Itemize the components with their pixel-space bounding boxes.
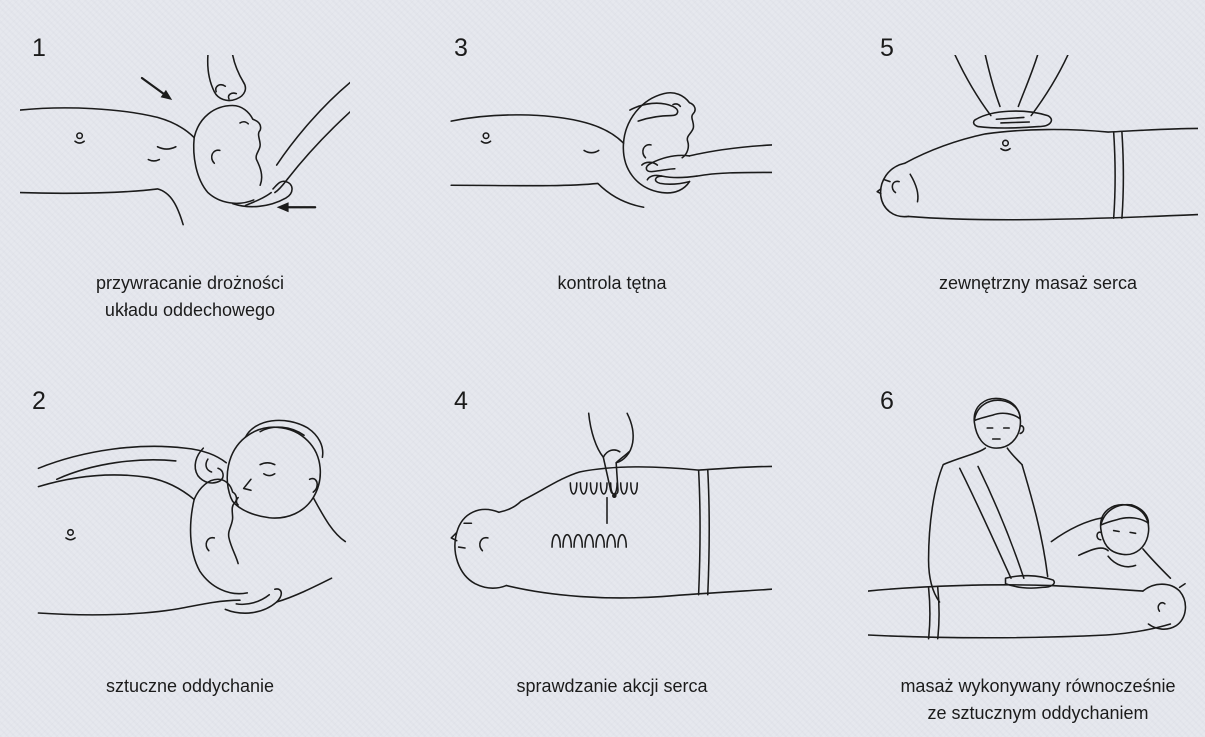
caption-line: sprawdzanie akcji serca — [516, 673, 707, 700]
step-5-panel: 5 — [848, 0, 1205, 360]
step-6-panel: 6 — [848, 375, 1205, 737]
rescuer-hands — [208, 55, 350, 207]
fingertip-dot — [612, 493, 617, 498]
rescuer-hands — [630, 103, 772, 184]
airway-opening-illustration — [20, 55, 350, 255]
rescue-breathing-illustration — [20, 395, 350, 657]
compressing-rescuer-figure — [929, 398, 1055, 602]
step-2-panel: 2 — [0, 375, 357, 737]
victim-figure — [38, 475, 247, 615]
two-rescuer-cpr-illustration — [868, 395, 1198, 657]
step-caption: sztuczne oddychanie — [106, 673, 274, 700]
victim-figure — [20, 106, 262, 225]
step-1-panel: 1 — [0, 0, 357, 360]
step-caption: zewnętrzny masaż serca — [939, 270, 1137, 297]
caption-line: sztuczne oddychanie — [106, 673, 274, 700]
caption-line: masaż wykonywany równocześnie — [900, 673, 1175, 700]
victim-figure — [868, 584, 1185, 639]
victim-figure — [877, 128, 1198, 219]
step-3-panel: 3 — [422, 0, 779, 360]
step-caption: kontrola tętna — [557, 270, 666, 297]
bottom-row: 2 — [0, 375, 1205, 737]
step-caption: przywracanie drożności układu oddechoweg… — [96, 270, 284, 324]
step-caption: masaż wykonywany równocześnie ze sztuczn… — [900, 673, 1175, 727]
step-caption: sprawdzanie akcji serca — [516, 673, 707, 700]
caption-line: zewnętrzny masaż serca — [939, 270, 1137, 297]
arrow-icon — [277, 202, 316, 212]
caption-line: ze sztucznym oddychaniem — [900, 700, 1175, 727]
arrow-icon — [142, 78, 172, 100]
chest-compression-illustration — [868, 55, 1198, 255]
caption-line: układu oddechowego — [96, 297, 284, 324]
victim-figure — [451, 93, 695, 207]
step-4-panel: 4 — [422, 375, 779, 737]
caption-line: kontrola tętna — [557, 270, 666, 297]
heartbeat-check-illustration — [442, 395, 772, 657]
breathing-rescuer-figure — [1051, 505, 1170, 579]
victim-figure — [451, 466, 772, 597]
rescuer-hands — [955, 55, 1068, 128]
lower-ribs — [552, 535, 626, 547]
top-row: 1 — [0, 0, 1205, 360]
pulse-check-illustration — [442, 55, 772, 255]
caption-line: przywracanie drożności — [96, 270, 284, 297]
upper-ribs — [570, 483, 637, 494]
